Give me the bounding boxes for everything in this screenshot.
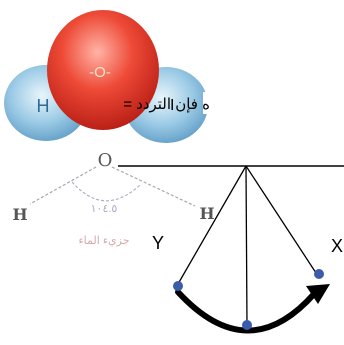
label-x: X xyxy=(331,236,343,256)
hydrogen-symbol-right: H xyxy=(199,204,214,223)
swing-arrow xyxy=(175,289,317,334)
string-center xyxy=(245,165,248,327)
bob-center xyxy=(242,320,252,330)
molecule-caption: جزيء الماء xyxy=(79,235,130,247)
oxygen-atom xyxy=(47,10,159,130)
bond-angle-arc xyxy=(71,181,141,202)
string-left xyxy=(177,165,247,285)
swing-arrowhead xyxy=(306,284,330,304)
hydrogen-symbol-left: H xyxy=(12,205,27,224)
pendulum-diagram: Y X xyxy=(118,165,344,334)
oxygen-charge-label: -O- xyxy=(89,64,111,81)
partial-glyph: I xyxy=(170,97,174,114)
bond-angle-value: ١٠٤.٥ xyxy=(91,203,118,215)
water-molecule-model: -O- H xyxy=(4,10,208,143)
bob-left xyxy=(173,281,183,291)
label-y: Y xyxy=(152,233,164,253)
hydrogen-left-label: H xyxy=(37,96,50,116)
bond-left xyxy=(29,166,97,205)
oxygen-symbol: O xyxy=(98,150,113,171)
structural-formula: O H H ١٠٤.٥ جزيء الماء xyxy=(12,150,214,247)
string-right xyxy=(245,165,319,277)
text-backdrop xyxy=(203,92,344,114)
text-fragment: ه فإن التردد = xyxy=(123,96,210,113)
bob-right xyxy=(314,269,324,279)
bond-right xyxy=(111,166,196,207)
